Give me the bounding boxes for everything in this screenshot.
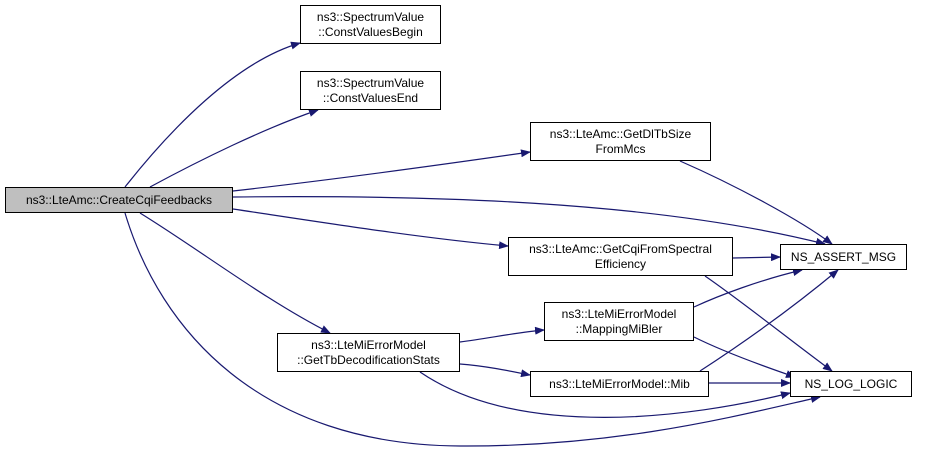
edge-get-dl-tb-size-to-ns-assert-msg (679, 160, 833, 245)
edge-create-to-const-values-end (149, 109, 319, 188)
edge-get-cqi-to-ns-assert-msg (732, 253, 781, 262)
node-label-line: ns3::LteMiErrorModel (311, 337, 426, 352)
node-label-line: ::ConstValuesEnd (322, 90, 419, 105)
edge-get-tb-stats-to-mapping-mi-bler (459, 326, 545, 343)
node-get-tb-decodification-stats[interactable]: ns3::LteMiErrorModel::GetTbDecodificatio… (277, 333, 460, 372)
edge-create-to-get-cqi (232, 208, 509, 250)
edge-create-to-get-tb-stats (139, 212, 331, 334)
node-ns-log-logic[interactable]: NS_LOG_LOGIC (790, 371, 912, 397)
node-label-line: ns3::LteAmc::GetCqiFromSpectral (529, 241, 712, 256)
node-label-line: ns3::SpectrumValue (316, 9, 425, 24)
node-label-line: ::MappingMiBler (575, 321, 663, 336)
node-label-line: ::ConstValuesBegin (318, 24, 423, 39)
node-label-line: FromMcs (595, 141, 646, 156)
edges (124, 41, 839, 447)
node-label-line: ns3::LteMiErrorModel (561, 306, 677, 321)
node-ns-assert-msg[interactable]: NS_ASSERT_MSG (780, 244, 907, 270)
node-mib[interactable]: ns3::LteMiErrorModel::Mib (530, 371, 709, 397)
node-label-line: ns3::LteMiErrorModel::Mib (549, 376, 690, 391)
node-mapping-mi-bler[interactable]: ns3::LteMiErrorModel::MappingMiBler (544, 302, 694, 341)
edge-create-to-ns-assert-msg (232, 196, 826, 246)
edge-get-tb-stats-to-mib (459, 363, 531, 378)
edge-get-cqi-to-ns-log-logic (704, 275, 833, 372)
edge-mapping-mi-bler-to-ns-log-logic (693, 336, 796, 378)
node-create-cqi-feedbacks[interactable]: ns3::LteAmc::CreateCqiFeedbacks (5, 187, 233, 213)
edge-create-to-get-dl-tb-size (232, 149, 531, 192)
edge-create-to-ns-log-logic (124, 212, 821, 447)
node-label-line: ns3::SpectrumValue (316, 75, 425, 90)
edge-get-tb-stats-to-ns-log-logic (419, 371, 791, 418)
edge-mapping-mi-bler-to-ns-assert-msg (693, 268, 803, 308)
edge-mib-to-ns-assert-msg (699, 269, 839, 372)
node-label-line: NS_ASSERT_MSG (790, 249, 897, 264)
node-label-line: NS_LOG_LOGIC (804, 376, 898, 391)
node-const-values-end[interactable]: ns3::SpectrumValue::ConstValuesEnd (300, 71, 441, 110)
edge-create-to-const-values-begin (124, 41, 301, 188)
node-label-line: ::GetTbDecodificationStats (297, 352, 440, 367)
node-label-line: ns3::LteAmc::CreateCqiFeedbacks (25, 192, 213, 207)
node-label-line: ns3::LteAmc::GetDlTbSize (549, 126, 692, 141)
node-label-line: Efficiency (594, 256, 647, 271)
node-const-values-begin[interactable]: ns3::SpectrumValue::ConstValuesBegin (300, 5, 441, 44)
